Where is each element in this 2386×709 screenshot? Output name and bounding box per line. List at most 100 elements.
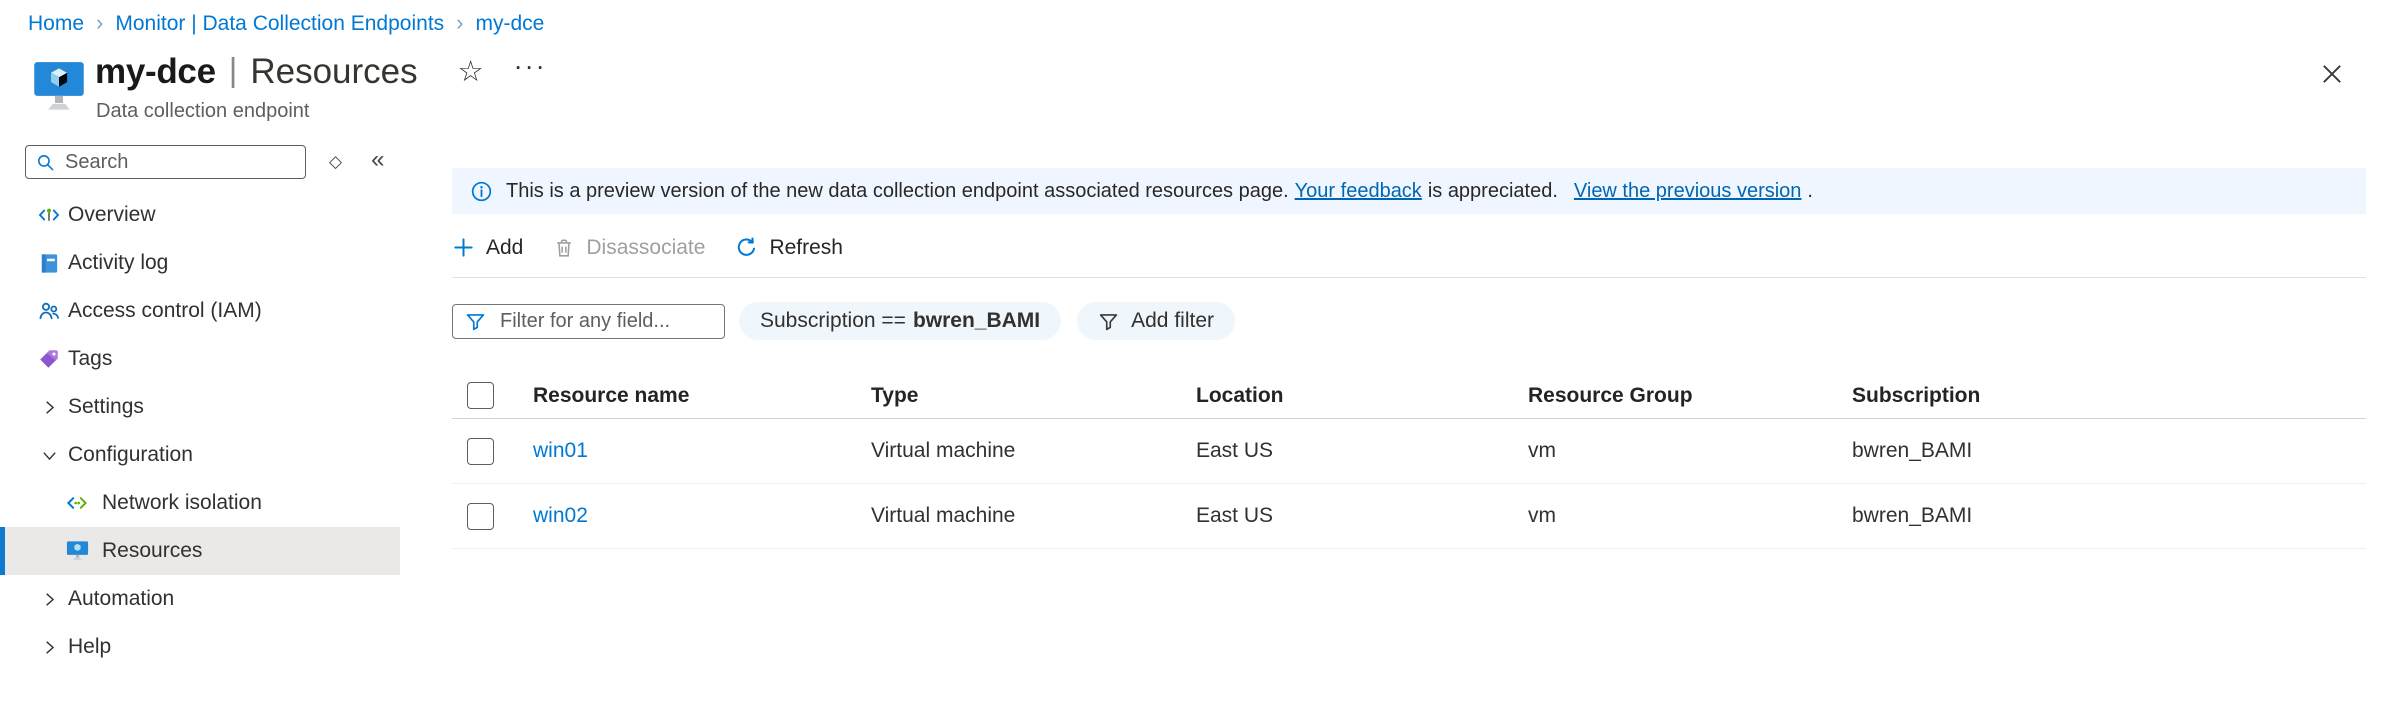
breadcrumb: Home › Monitor | Data Collection Endpoin…: [28, 12, 544, 36]
page-title-resource-name: my-dce: [95, 52, 216, 91]
filter-input[interactable]: [500, 309, 712, 333]
resources-icon: [64, 538, 90, 564]
cell-location: East US: [1196, 439, 1274, 462]
sidebar-item-label: Settings: [68, 395, 144, 418]
sidebar-item-automation[interactable]: Automation: [0, 575, 400, 623]
column-header-location[interactable]: Location: [1196, 383, 1284, 407]
main-content: This is a preview version of the new dat…: [452, 168, 2366, 549]
banner-text: This is a preview version of the new dat…: [506, 179, 1289, 202]
sidebar-item-label: Network isolation: [102, 491, 262, 514]
chevron-right-icon: [36, 394, 62, 420]
cell-type: Virtual machine: [871, 439, 1016, 462]
column-header-type[interactable]: Type: [871, 383, 919, 407]
refresh-button[interactable]: Refresh: [735, 236, 843, 260]
sidebar-item-configuration[interactable]: Configuration: [0, 431, 400, 479]
refresh-button-label: Refresh: [769, 235, 843, 259]
column-header-resource-name[interactable]: Resource name: [533, 383, 690, 407]
cell-location: East US: [1196, 504, 1274, 527]
banner-text: .: [1807, 179, 1813, 202]
column-header-subscription[interactable]: Subscription: [1852, 383, 1981, 407]
activity-log-icon: [36, 250, 62, 276]
breadcrumb-separator-icon: ›: [456, 10, 464, 35]
sidebar-item-network-isolation[interactable]: Network isolation: [0, 479, 400, 527]
table-header-row: Resource name Type Location Resource Gro…: [452, 373, 2366, 419]
tag-icon: [36, 346, 62, 372]
breadcrumb-monitor-dce[interactable]: Monitor | Data Collection Endpoints: [115, 12, 445, 35]
sidebar-item-label: Activity log: [68, 251, 169, 274]
sidebar-item-label: Overview: [68, 203, 156, 226]
info-icon: [471, 181, 492, 201]
pin-diamond-icon[interactable]: ◇: [329, 152, 343, 171]
table-row: win02 Virtual machine East US vm bwren_B…: [452, 484, 2366, 549]
sidebar-item-label: Configuration: [68, 443, 193, 466]
cell-resource-group: vm: [1528, 439, 1556, 462]
page-title-section: Resources: [250, 52, 418, 91]
subscription-filter-pill[interactable]: Subscription == bwren_BAMI: [739, 302, 1062, 340]
sidebar-item-settings[interactable]: Settings: [0, 383, 400, 431]
network-isolation-icon: [64, 490, 90, 516]
trash-icon: [557, 239, 572, 257]
sidebar-search-box[interactable]: [25, 145, 306, 179]
sidebar-item-label: Access control (IAM): [68, 299, 262, 322]
sidebar: ◇ « Overview Activit: [0, 145, 400, 671]
breadcrumb-my-dce[interactable]: my-dce: [475, 12, 545, 35]
access-control-icon: [36, 298, 62, 324]
sidebar-item-label: Automation: [68, 587, 175, 610]
breadcrumb-home[interactable]: Home: [28, 12, 85, 35]
sidebar-menu: Overview Activity log Acc: [0, 191, 400, 671]
select-all-checkbox[interactable]: [467, 382, 494, 409]
disassociate-button-label: Disassociate: [586, 235, 706, 259]
add-filter-pill[interactable]: Add filter: [1077, 302, 1235, 340]
sidebar-item-resources[interactable]: Resources: [0, 527, 400, 575]
resource-link-win01[interactable]: win01: [533, 439, 588, 462]
overview-icon: [36, 202, 62, 228]
add-button[interactable]: Add: [452, 236, 523, 260]
collapse-menu-icon[interactable]: «: [371, 146, 385, 173]
feedback-link[interactable]: Your feedback: [1294, 179, 1422, 202]
filter-pill-field: Subscription ==: [760, 309, 906, 332]
row-checkbox[interactable]: [467, 437, 494, 465]
cell-subscription: bwren_BAMI: [1852, 504, 1973, 527]
search-icon: [37, 154, 54, 170]
add-filter-funnel-icon: [1099, 313, 1118, 330]
favorite-star-icon[interactable]: ☆: [457, 55, 484, 88]
page-subtitle: Data collection endpoint: [96, 100, 310, 122]
page-header: my-dce | Resources ☆ ··· Data collection…: [32, 50, 547, 123]
column-header-resource-group[interactable]: Resource Group: [1528, 383, 1693, 407]
sidebar-item-help[interactable]: Help: [0, 623, 400, 671]
row-checkbox[interactable]: [467, 502, 494, 530]
filter-funnel-icon: [466, 313, 485, 330]
sidebar-item-tags[interactable]: Tags: [0, 335, 400, 383]
sidebar-item-access-control[interactable]: Access control (IAM): [0, 287, 400, 335]
disassociate-button[interactable]: Disassociate: [553, 236, 705, 260]
resources-table: Resource name Type Location Resource Gro…: [452, 373, 2366, 549]
close-icon[interactable]: [2318, 60, 2346, 88]
sidebar-item-activity-log[interactable]: Activity log: [0, 239, 400, 287]
cell-type: Virtual machine: [871, 504, 1016, 527]
previous-version-link[interactable]: View the previous version: [1573, 179, 1802, 202]
chevron-right-icon: [36, 634, 62, 660]
chevron-down-icon: [36, 442, 62, 468]
banner-text: is appreciated.: [1427, 179, 1558, 202]
filter-pill-value: bwren_BAMI: [912, 309, 1041, 332]
data-collection-endpoint-icon: [34, 62, 84, 110]
sidebar-item-label: Tags: [68, 347, 113, 370]
command-bar: Add Disassociate Refresh: [452, 214, 2366, 278]
preview-info-banner: This is a preview version of the new dat…: [452, 168, 2366, 214]
cell-resource-group: vm: [1528, 504, 1556, 527]
add-filter-label: Add filter: [1131, 309, 1214, 332]
chevron-right-icon: [36, 586, 62, 612]
sidebar-item-label: Resources: [102, 539, 203, 562]
breadcrumb-separator-icon: ›: [96, 10, 104, 35]
add-icon: [454, 238, 473, 257]
sidebar-search-input[interactable]: [65, 150, 295, 174]
cell-subscription: bwren_BAMI: [1852, 439, 1973, 462]
more-options-icon[interactable]: ···: [513, 50, 547, 81]
filter-field-box[interactable]: [452, 303, 725, 339]
sidebar-item-overview[interactable]: Overview: [0, 191, 400, 239]
title-separator: |: [228, 51, 238, 88]
add-button-label: Add: [486, 235, 524, 259]
resource-link-win02[interactable]: win02: [533, 504, 588, 527]
filter-bar: Subscription == bwren_BAMI Add filter: [452, 302, 2366, 340]
refresh-icon: [738, 237, 756, 256]
